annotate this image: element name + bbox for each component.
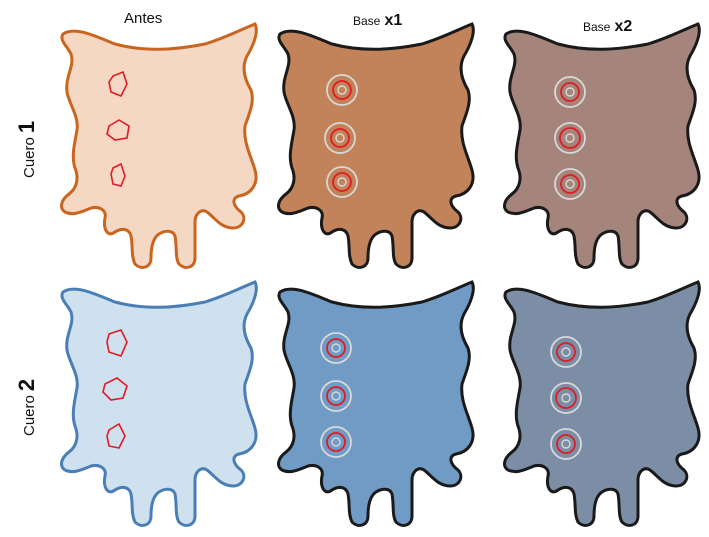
hide-silhouette [279, 24, 474, 267]
hide-cuero1-base-x2 [505, 24, 700, 267]
hide-cuero2-base-x2 [505, 282, 700, 525]
hide-silhouette [62, 282, 257, 525]
hide-cuero2-antes [62, 282, 257, 525]
hide-silhouette [505, 24, 700, 267]
hide-silhouette [505, 282, 700, 525]
hide-cuero1-base-x1 [279, 24, 474, 267]
hide-cuero1-antes [62, 24, 257, 267]
hide-silhouette [279, 282, 474, 525]
hide-cuero2-base-x1 [279, 282, 474, 525]
hide-silhouette [62, 24, 257, 267]
